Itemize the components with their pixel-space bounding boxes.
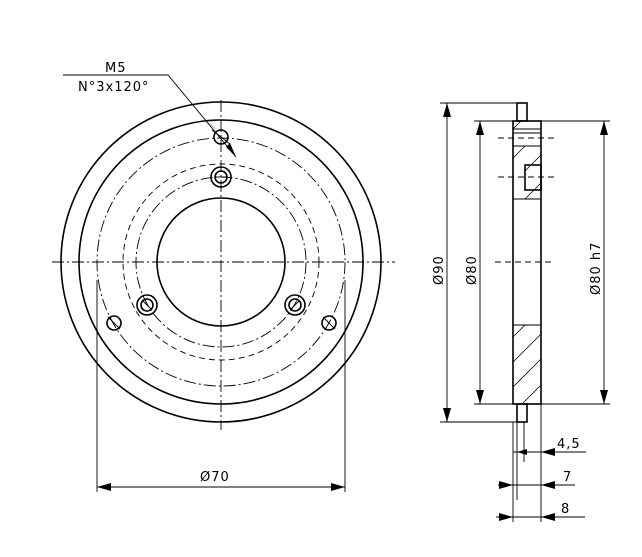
shoulder-circle xyxy=(78,119,364,405)
threaded-holes xyxy=(106,129,337,331)
plate-body xyxy=(512,120,542,405)
dim-lines xyxy=(440,102,610,522)
side-view: Ø90 Ø80 Ø80 h7 4,5 7 8 xyxy=(432,102,610,522)
flange-thickness-dimension: 4,5 xyxy=(557,437,581,452)
counterbore-circle xyxy=(135,176,307,348)
outer-rim xyxy=(60,101,382,423)
bolt-circle xyxy=(96,137,346,387)
counterbored-holes xyxy=(136,166,306,316)
body-diameter-dimension: Ø80 xyxy=(465,255,480,285)
center-bore xyxy=(156,197,286,327)
m5-leader xyxy=(63,74,237,158)
dim-bolt-circle xyxy=(96,280,346,492)
section-hatching xyxy=(512,120,542,405)
outer-diameter-dimension: Ø90 xyxy=(432,255,447,285)
thread-label: M5 xyxy=(105,61,127,76)
total-thickness-dimension: 8 xyxy=(561,502,570,517)
hidden-circle xyxy=(122,163,320,361)
front-view: M5 N°3x120° Ø70 xyxy=(52,61,395,492)
bolt-circle-dimension: Ø70 xyxy=(200,470,230,485)
fit-diameter-dimension: Ø80 h7 xyxy=(589,242,604,295)
pattern-label: N°3x120° xyxy=(78,80,150,95)
step-dimension: 7 xyxy=(563,470,572,485)
